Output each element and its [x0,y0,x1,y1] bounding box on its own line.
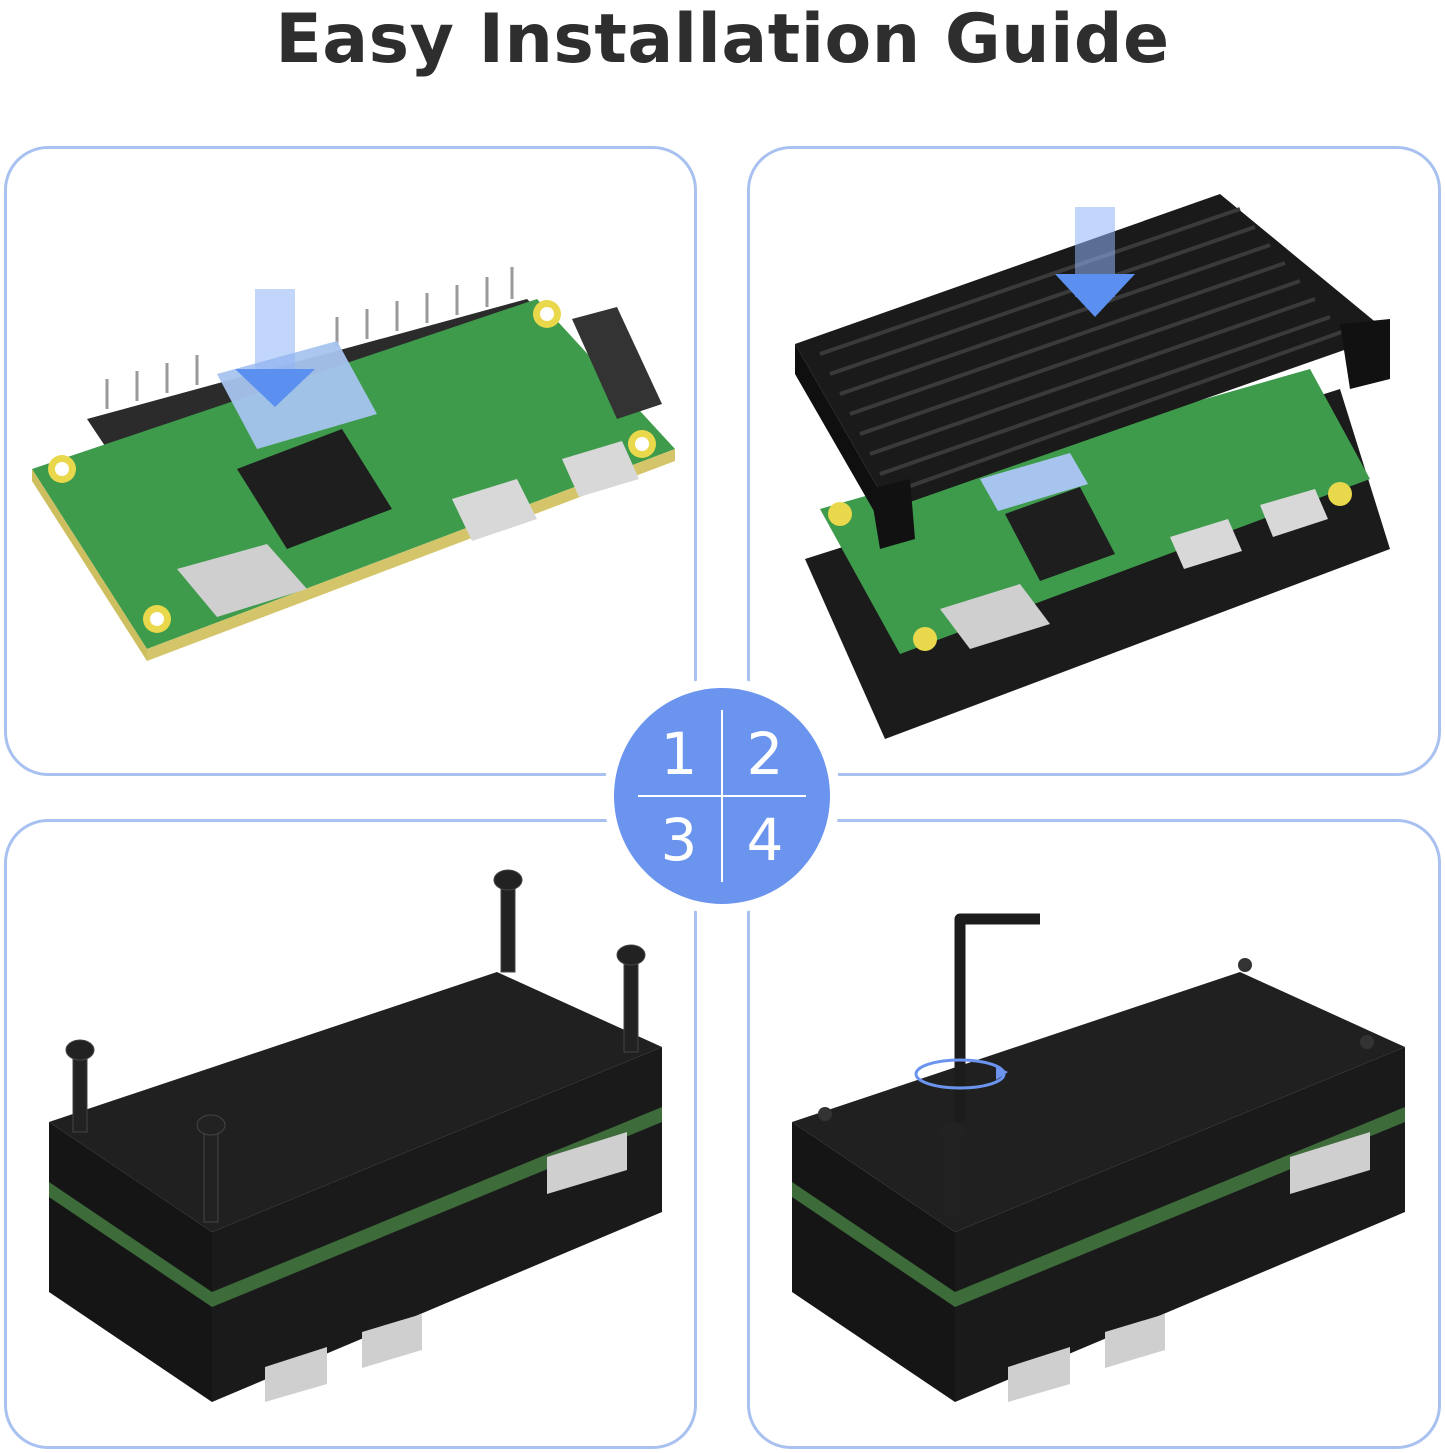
screw-icon [65,869,646,1223]
step-3-illustration [49,869,662,1402]
step-number-2: 2 [746,720,784,788]
pcb-board [820,369,1370,654]
rotate-arrow-icon [914,1058,1008,1090]
page-title: Easy Installation Guide [275,0,1170,79]
step-2-illustration [795,194,1390,739]
step-number-1: 1 [660,720,698,788]
down-arrow-icon [235,289,315,407]
step-1-illustration [32,267,675,661]
step-number-badge: 1 2 3 4 [614,688,830,904]
down-arrow-icon [1055,207,1135,317]
step-1-panel [4,146,697,776]
step-4-illustration [792,913,1405,1402]
soc-chip [237,429,392,549]
step-4-panel [747,819,1441,1449]
step-2-panel [747,146,1441,776]
step-number-3: 3 [660,806,698,874]
hex-key-icon [954,913,1040,1122]
screw-icon [939,1123,965,1217]
assembled-case [49,972,662,1232]
badge-divider-vertical [721,710,723,882]
step-3-panel [4,819,697,1449]
step-number-4: 4 [746,806,784,874]
